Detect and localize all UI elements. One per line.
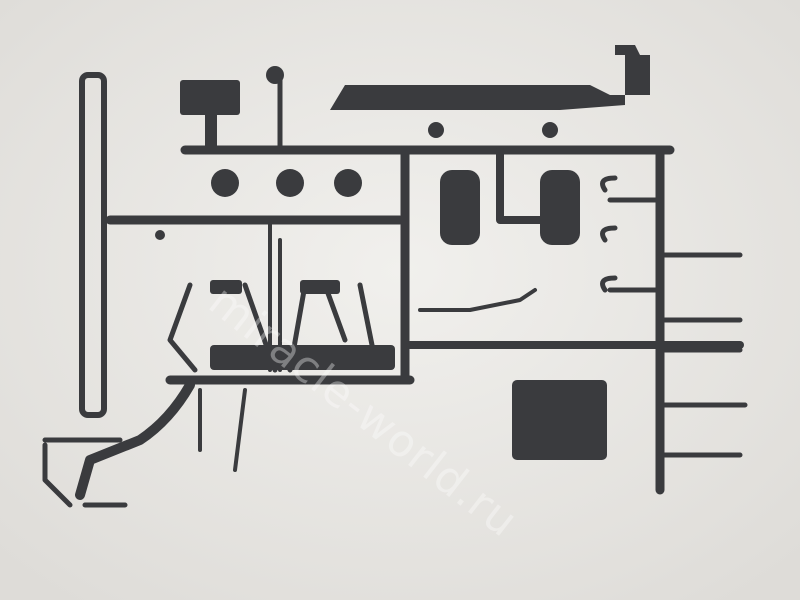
sprue-runner [496,146,544,224]
axle-beam-part [330,45,650,110]
plate-part [210,345,395,370]
box-part [180,80,240,115]
grille-part [512,380,607,460]
vertical-rail-part [79,72,107,418]
